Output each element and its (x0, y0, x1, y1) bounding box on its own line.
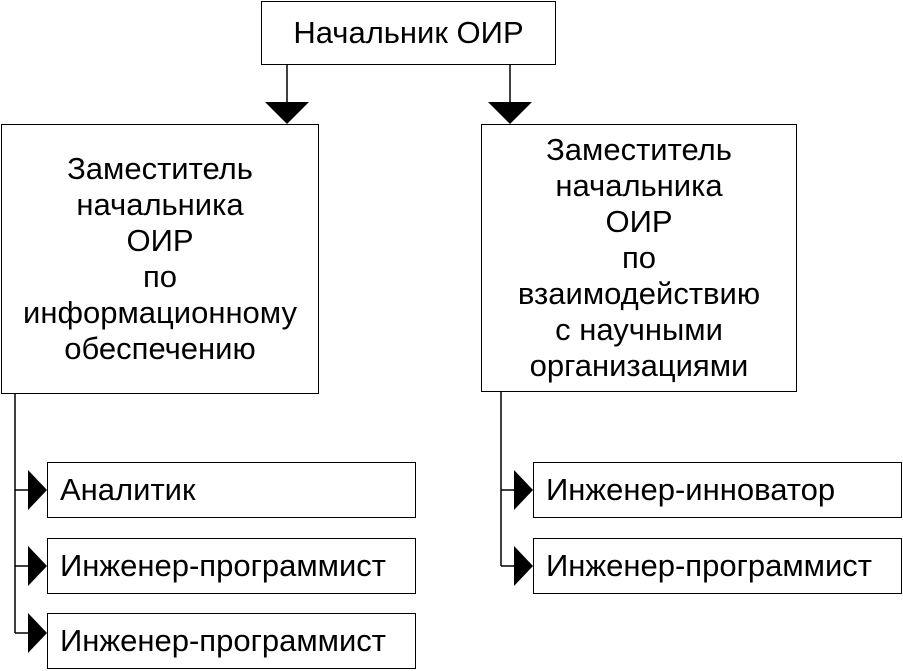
staff-label: Инженер-программист (60, 548, 386, 583)
deputy-line: организациями (529, 348, 749, 383)
deputy-line: обеспечению (64, 331, 256, 366)
staff-box: Инженер-программист (47, 538, 416, 594)
arrow-right-icon (514, 470, 533, 510)
deputy-label: Заместитель начальника ОИР по взаимодейс… (518, 132, 760, 384)
deputy-line: Заместитель (546, 132, 732, 167)
root-label: Начальник ОИР (293, 15, 524, 50)
deputy-box-information: Заместитель начальника ОИР по информацио… (1, 124, 319, 394)
arrow-down-icon (488, 102, 532, 124)
deputy-label: Заместитель начальника ОИР по информацио… (23, 151, 297, 367)
deputy-line: Заместитель (67, 151, 253, 186)
staff-label: Инженер-инноватор (546, 472, 836, 507)
deputy-box-cooperation: Заместитель начальника ОИР по взаимодейс… (481, 124, 797, 392)
arrow-right-icon (28, 546, 47, 586)
staff-box: Инженер-программист (47, 613, 416, 669)
deputy-line: по (142, 259, 178, 294)
staff-box: Аналитик (47, 462, 416, 518)
arrow-right-icon (28, 470, 47, 510)
staff-label: Аналитик (60, 472, 196, 507)
deputy-line: информационному (23, 295, 297, 330)
deputy-line: ОИР (126, 223, 194, 258)
staff-box: Инженер-программист (533, 538, 902, 594)
deputy-line: по (621, 240, 657, 275)
arrow-right-icon (28, 613, 47, 653)
arrow-down-icon (265, 102, 309, 124)
deputy-line: ОИР (605, 204, 673, 239)
staff-label: Инженер-программист (60, 623, 386, 658)
deputy-line: начальника (76, 187, 244, 222)
deputy-line: с научными (555, 312, 723, 347)
deputy-line: взаимодействию (517, 276, 761, 311)
arrow-right-icon (514, 546, 533, 586)
staff-box: Инженер-инноватор (533, 462, 902, 518)
root-box: Начальник ОИР (261, 1, 556, 65)
deputy-line: начальника (555, 168, 723, 203)
staff-label: Инженер-программист (546, 548, 872, 583)
